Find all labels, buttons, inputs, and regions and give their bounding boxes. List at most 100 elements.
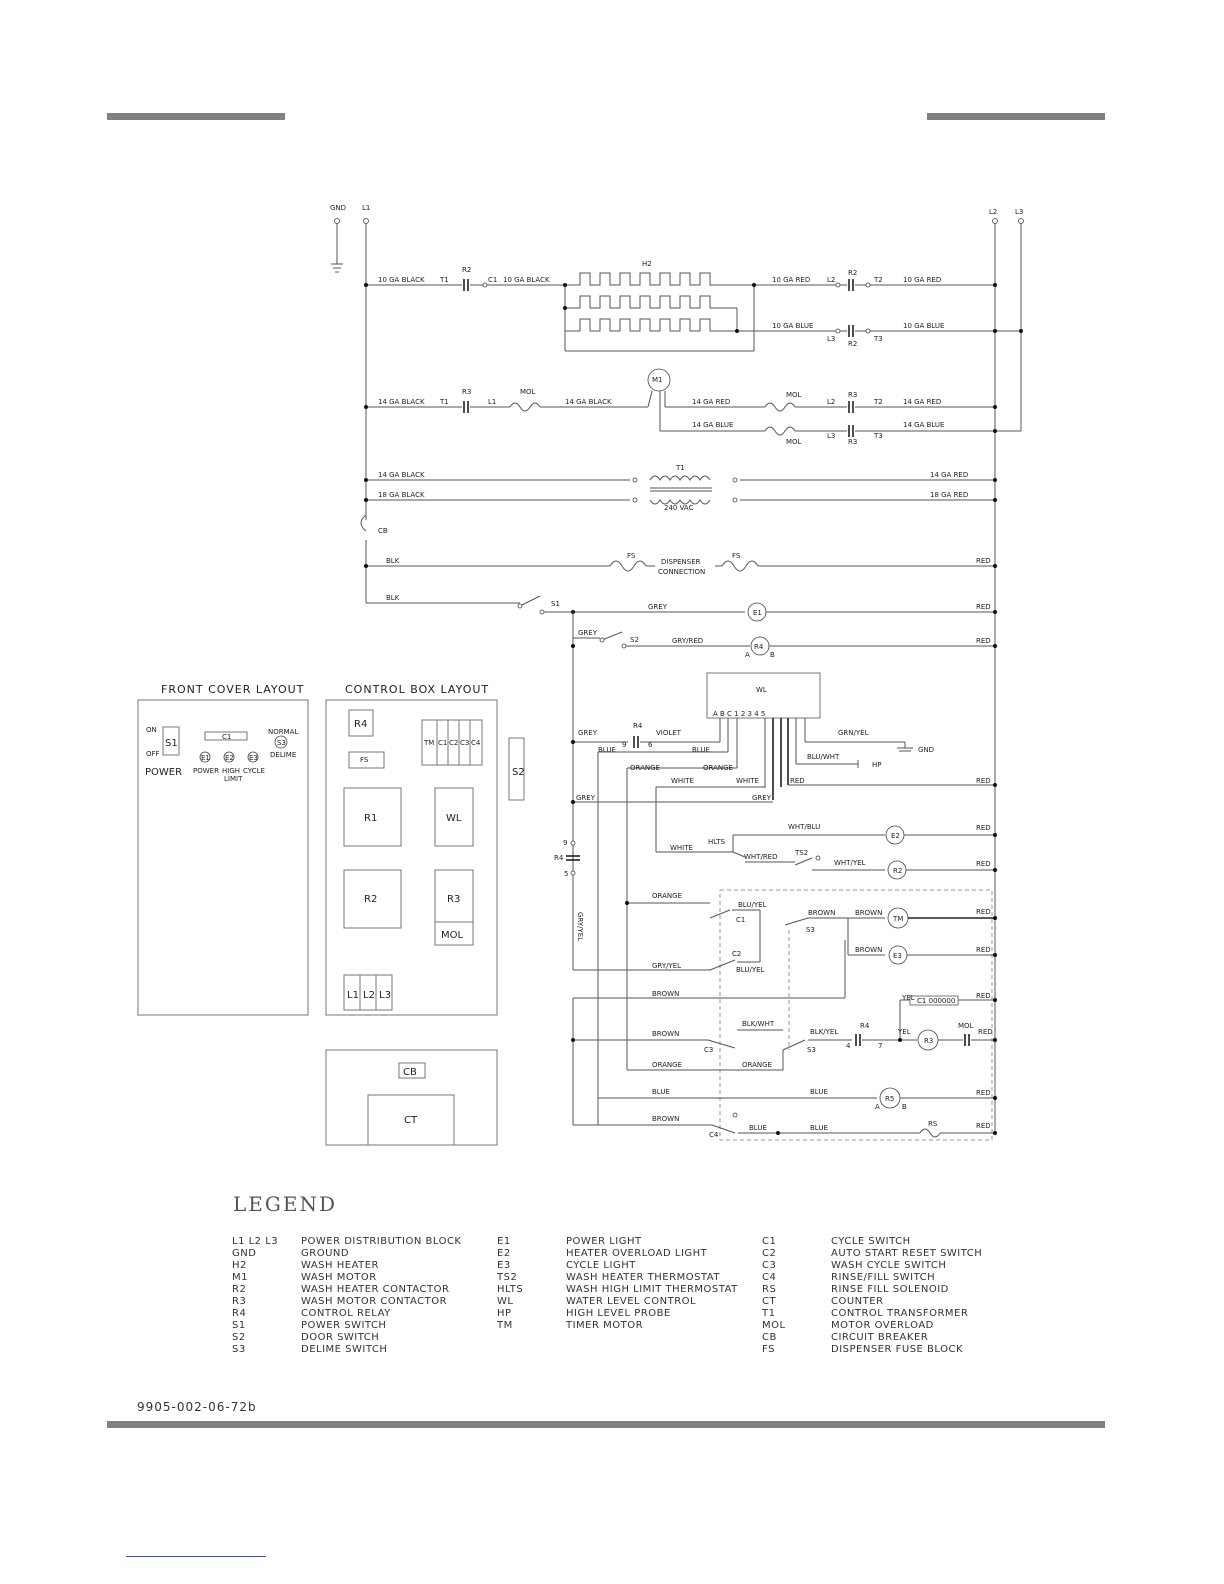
fc-e3: E3 xyxy=(249,754,258,762)
label-dispenser-2: CONNECTION xyxy=(658,568,705,576)
label-pin-b-2: B xyxy=(902,1103,907,1111)
label-blk-yel: BLK/YEL xyxy=(810,1028,838,1036)
fc-high: HIGH xyxy=(222,767,240,775)
label-pin-a-2: A xyxy=(875,1103,880,1111)
legend-code: C1 xyxy=(762,1236,777,1247)
label-orange-4: ORANGE xyxy=(652,1061,682,1069)
label-ga10-black-1: 10 GA BLACK xyxy=(378,276,425,284)
cb-fs: FS xyxy=(360,756,369,764)
label-red-1: RED xyxy=(976,557,991,565)
label-brown-4: BROWN xyxy=(652,990,679,998)
label-red-9: RED xyxy=(976,946,991,954)
legend-description: POWER SWITCH xyxy=(301,1320,387,1331)
legend-code: L1 L2 L3 xyxy=(232,1236,279,1247)
label-r4-c: R4 xyxy=(554,854,564,862)
relay-r4 xyxy=(566,840,580,876)
label-r2-a: R2 xyxy=(462,266,471,274)
label-r3-b: R3 xyxy=(848,391,857,399)
legend-description: WASH HEATER THERMOSTAT xyxy=(566,1272,720,1283)
legend-code: WL xyxy=(497,1296,514,1307)
label-orange-2: ORANGE xyxy=(703,764,733,772)
label-c1-a: C1 xyxy=(488,276,497,284)
cb-tm: TM xyxy=(423,739,434,747)
legend-description: COUNTER xyxy=(831,1296,884,1307)
legend-description: CIRCUIT BREAKER xyxy=(831,1332,929,1343)
label-ga14-red-2: 14 GA RED xyxy=(903,398,941,406)
label-pin-9: 9 xyxy=(622,741,626,749)
label-pin-6: 6 xyxy=(648,741,653,749)
label-grey-3: GREY xyxy=(578,729,598,737)
label-red-11: RED xyxy=(978,1028,993,1036)
label-blue-1: BLUE xyxy=(598,746,616,754)
top-right-rule xyxy=(927,113,1105,120)
label-pin-7: 7 xyxy=(878,1042,882,1050)
cb-c1: C1 xyxy=(438,739,447,747)
legend-description: WASH HIGH LIMIT THERMOSTAT xyxy=(566,1284,738,1295)
legend-description: GROUND xyxy=(301,1248,350,1259)
label-l1-pin: L1 xyxy=(488,398,496,406)
label-ga10-blue-2: 10 GA BLUE xyxy=(903,322,944,330)
label-e3: E3 xyxy=(893,952,902,960)
label-orange-3: ORANGE xyxy=(652,892,682,900)
label-grey-1: GREY xyxy=(648,603,668,611)
label-ga14-blue-2: 14 GA BLUE xyxy=(903,421,944,429)
label-rs: RS xyxy=(928,1120,938,1128)
label-blue-4: BLUE xyxy=(810,1088,828,1096)
label-red-4: RED xyxy=(790,777,805,785)
label-red-6: RED xyxy=(976,824,991,832)
front-cover-title: FRONT COVER LAYOUT xyxy=(161,683,304,696)
legend-code: RS xyxy=(762,1284,777,1295)
legend-code: M1 xyxy=(232,1272,248,1283)
front-cover-layout xyxy=(137,699,309,1016)
label-gry-red: GRY/RED xyxy=(672,637,703,645)
cb-r4: R4 xyxy=(354,719,367,730)
label-red-7: RED xyxy=(976,860,991,868)
label-s2: S2 xyxy=(630,636,639,644)
heater-circuit xyxy=(364,272,1023,352)
label-s3-b: S3 xyxy=(807,1046,816,1054)
label-mol-c: MOL xyxy=(786,438,802,446)
label-blu-yel-2: BLU/YEL xyxy=(736,966,765,974)
label-white-3: WHITE xyxy=(670,844,693,852)
fc-on: ON xyxy=(146,726,157,734)
document-number: 9905-002-06-72b xyxy=(137,1400,257,1414)
label-violet: VIOLET xyxy=(656,729,682,737)
label-white-1: WHITE xyxy=(671,777,694,785)
label-red-3: RED xyxy=(976,637,991,645)
label-grn-yel: GRN/YEL xyxy=(838,729,869,737)
control-box-layout xyxy=(325,699,525,1146)
label-l1: L1 xyxy=(362,204,370,212)
footer-link-underline[interactable] xyxy=(126,1556,266,1557)
legend-code: S2 xyxy=(232,1332,246,1343)
label-t1-transformer: T1 xyxy=(675,464,685,472)
label-wl-pins: A B C 1 2 3 4 5 xyxy=(713,710,765,718)
legend-description: RINSE/FILL SWITCH xyxy=(831,1272,936,1283)
label-r4-d: R4 xyxy=(860,1022,870,1030)
label-grey-2: GREY xyxy=(578,629,598,637)
fc-s3: S3 xyxy=(277,739,286,747)
legend-code: C3 xyxy=(762,1260,777,1271)
label-gry-yel-2: GRY/YEL xyxy=(576,912,584,941)
legend-code: CT xyxy=(762,1296,777,1307)
label-red-12: RED xyxy=(976,1089,991,1097)
legend-code: FS xyxy=(762,1344,775,1355)
label-ts2: TS2 xyxy=(794,849,808,857)
label-l2: L2 xyxy=(989,208,997,216)
label-dispenser-1: DISPENSER xyxy=(661,558,701,566)
label-wht-red: WHT/RED xyxy=(744,853,778,861)
legend-description: HEATER OVERLOAD LIGHT xyxy=(566,1248,708,1259)
legend-code: TM xyxy=(497,1320,513,1331)
label-c1-b: C1 xyxy=(736,916,745,924)
